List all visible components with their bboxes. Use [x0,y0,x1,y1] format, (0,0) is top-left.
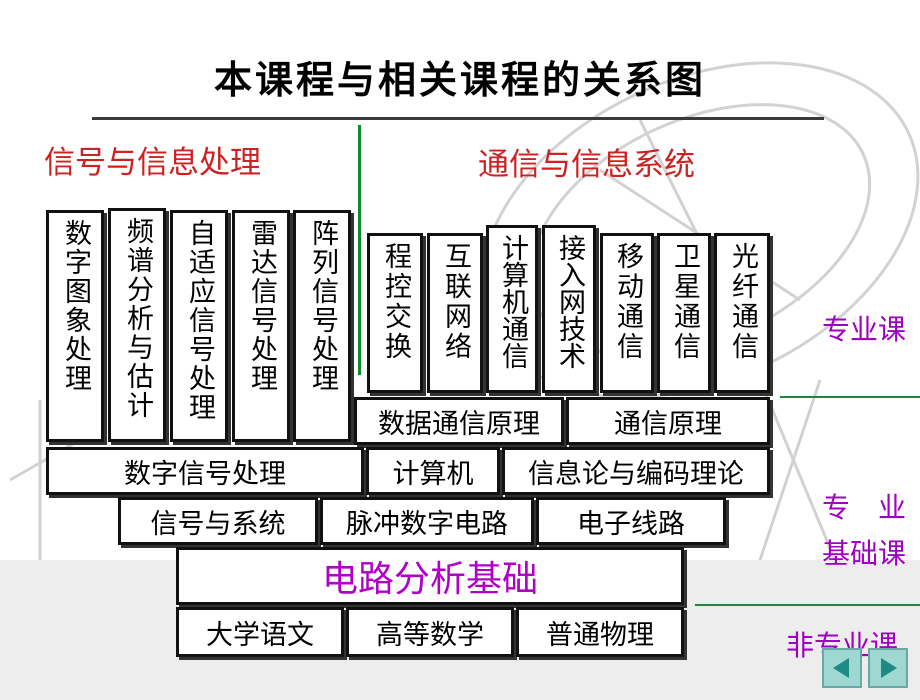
course-label: 频谱分析与估计 [122,217,153,420]
course-label: 卫星通信 [669,242,700,362]
label-professional-courses: 专业课 [822,313,907,346]
course-label: 程控交换 [380,242,411,362]
triangle-left-icon [833,658,849,678]
course-box-computer-communication: 计算机通信 [486,225,538,393]
course-box-program-switching: 程控交换 [367,233,423,393]
heading-signal-processing: 信号与信息处理 [44,145,261,181]
next-slide-button[interactable] [868,648,908,688]
heading-communication-systems: 通信与信息系统 [478,147,695,183]
course-box-digital-signal-processing: 数字信号处理 [46,447,364,495]
course-box-radar-signal: 雷达信号处理 [232,210,290,442]
course-label: 光纤通信 [727,242,758,362]
course-box-computer: 计算机 [366,447,500,495]
course-box-pulse-digital-circuits: 脉冲数字电路 [320,497,534,545]
course-box-signals-systems: 信号与系统 [118,497,318,545]
course-box-fiber-communication: 光纤通信 [714,233,770,393]
course-box-advanced-mathematics: 高等数学 [346,607,514,657]
triangle-right-icon [881,658,897,678]
title-underline [92,117,824,120]
label-basic-courses-bottom: 基础课 [822,537,907,570]
separator-professional [780,396,920,398]
course-label: 移动通信 [612,242,643,362]
course-box-general-physics: 普通物理 [516,607,684,657]
course-label: 数字图象处理 [60,219,91,393]
course-box-access-network: 接入网技术 [542,225,596,393]
course-box-information-coding-theory: 信息论与编码理论 [502,447,770,495]
course-label: 雷达信号处理 [246,219,277,393]
course-box-mobile-communication: 移动通信 [600,233,654,393]
course-box-data-communication-principles: 数据通信原理 [354,397,564,445]
course-label: 计算机通信 [497,234,528,369]
course-label: 自适应信号处理 [184,219,215,422]
course-label: 接入网技术 [554,234,585,369]
prev-slide-button[interactable] [822,648,862,688]
course-box-adaptive-signal: 自适应信号处理 [170,210,228,442]
course-box-spectrum-analysis: 频谱分析与估计 [108,208,166,442]
course-box-electronic-circuits: 电子线路 [536,497,726,545]
diagram-title: 本课程与相关课程的关系图 [213,58,706,102]
category-divider [358,125,361,375]
course-box-image-processing: 数字图象处理 [46,210,104,442]
course-box-satellite-communication: 卫星通信 [657,233,711,393]
course-box-communication-principles: 通信原理 [566,397,770,445]
course-label: 互联网络 [440,242,471,362]
course-box-array-signal: 阵列信号处理 [293,210,351,442]
course-box-internet: 互联网络 [427,233,483,393]
course-box-college-chinese: 大学语文 [176,607,344,657]
label-basic-courses-top: 专 业 [822,491,907,524]
separator-basic [695,604,920,606]
core-course-circuit-analysis: 电路分析基础 [176,547,684,605]
course-label: 阵列信号处理 [307,219,338,393]
